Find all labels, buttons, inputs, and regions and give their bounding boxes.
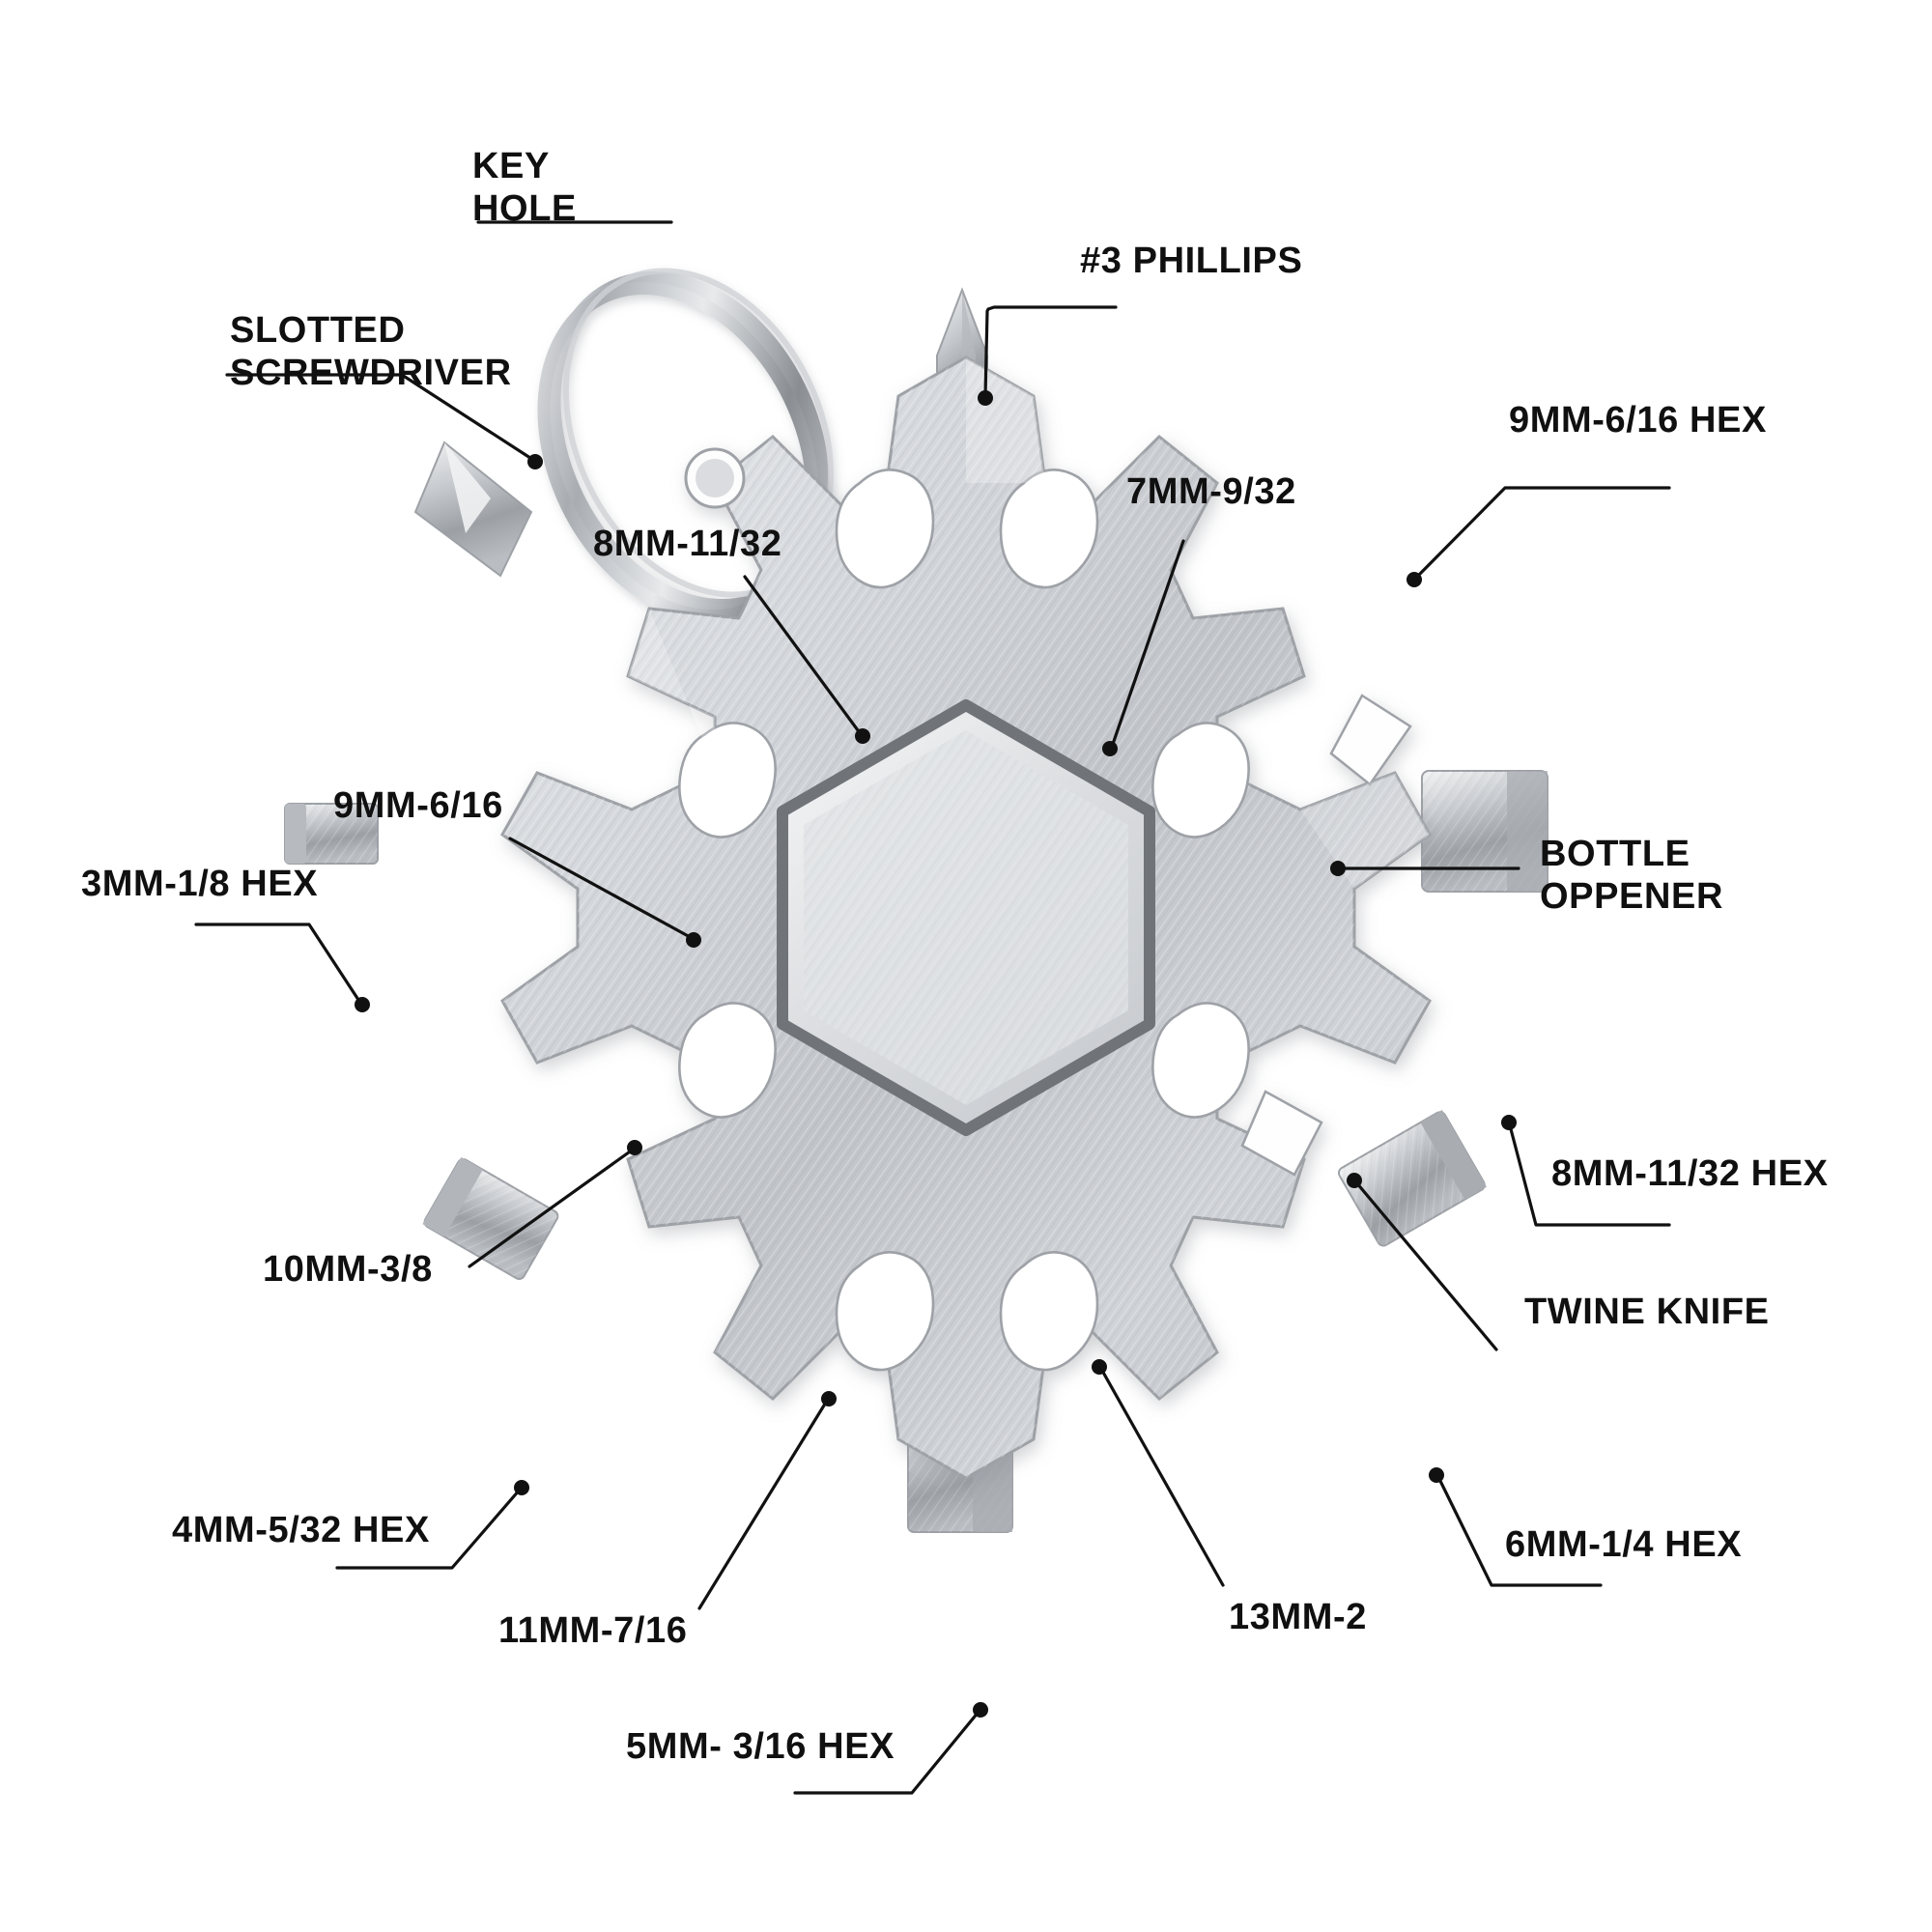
callout-label-hex-11mm-7-16: 11MM-7/16 <box>498 1610 688 1651</box>
callout-label-slotted-screwdriver: SLOTTED SCREWDRIVER <box>230 310 512 394</box>
multi-tool-svg <box>284 268 1548 1533</box>
center-hex-cutout <box>777 699 1155 1136</box>
callout-label-hex-13mm-2: 13MM-2 <box>1229 1597 1367 1637</box>
callout-label-hex-8mm-11-32-hex: 8MM-11/32 HEX <box>1551 1153 1829 1194</box>
callout-label-phillips-3: #3 PHILLIPS <box>1080 241 1303 281</box>
callout-label-hex-9mm-6-16: 9MM-6/16 <box>333 785 503 826</box>
callout-label-hex-10mm-3-8: 10MM-3/8 <box>263 1249 433 1290</box>
snowflake-multi-tool-image <box>242 193 1690 1642</box>
arm-wrench-slots <box>678 468 1250 1372</box>
callout-label-hex-8mm-11-32: 8MM-11/32 <box>593 524 782 564</box>
callout-label-hex-5mm-3-16-hex: 5MM- 3/16 HEX <box>626 1726 895 1767</box>
leader-5mm-3-16-hex-endpoint-dot <box>973 1702 988 1718</box>
callout-label-twine-knife: TWINE KNIFE <box>1524 1292 1770 1332</box>
snowflake-body <box>500 355 1432 1480</box>
twine-knife-notch <box>1240 1090 1323 1177</box>
callout-label-hex-6mm-1-4-hex: 6MM-1/4 HEX <box>1505 1524 1743 1565</box>
callout-label-hex-3mm-1-8-hex: 3MM-1/8 HEX <box>81 864 319 904</box>
callout-label-hex-4mm-5-32-hex: 4MM-5/32 HEX <box>172 1510 430 1550</box>
bottle-opener-notch <box>1329 694 1412 786</box>
callout-label-bottle-oppener: BOTTLE OPPENER <box>1540 834 1724 918</box>
callout-label-hex-9mm-6-16-hex: 9MM-6/16 HEX <box>1509 400 1767 440</box>
callout-label-hex-7mm-9-32: 7MM-9/32 <box>1126 471 1296 512</box>
callout-label-key-hole: KEY HOLE <box>472 146 577 230</box>
